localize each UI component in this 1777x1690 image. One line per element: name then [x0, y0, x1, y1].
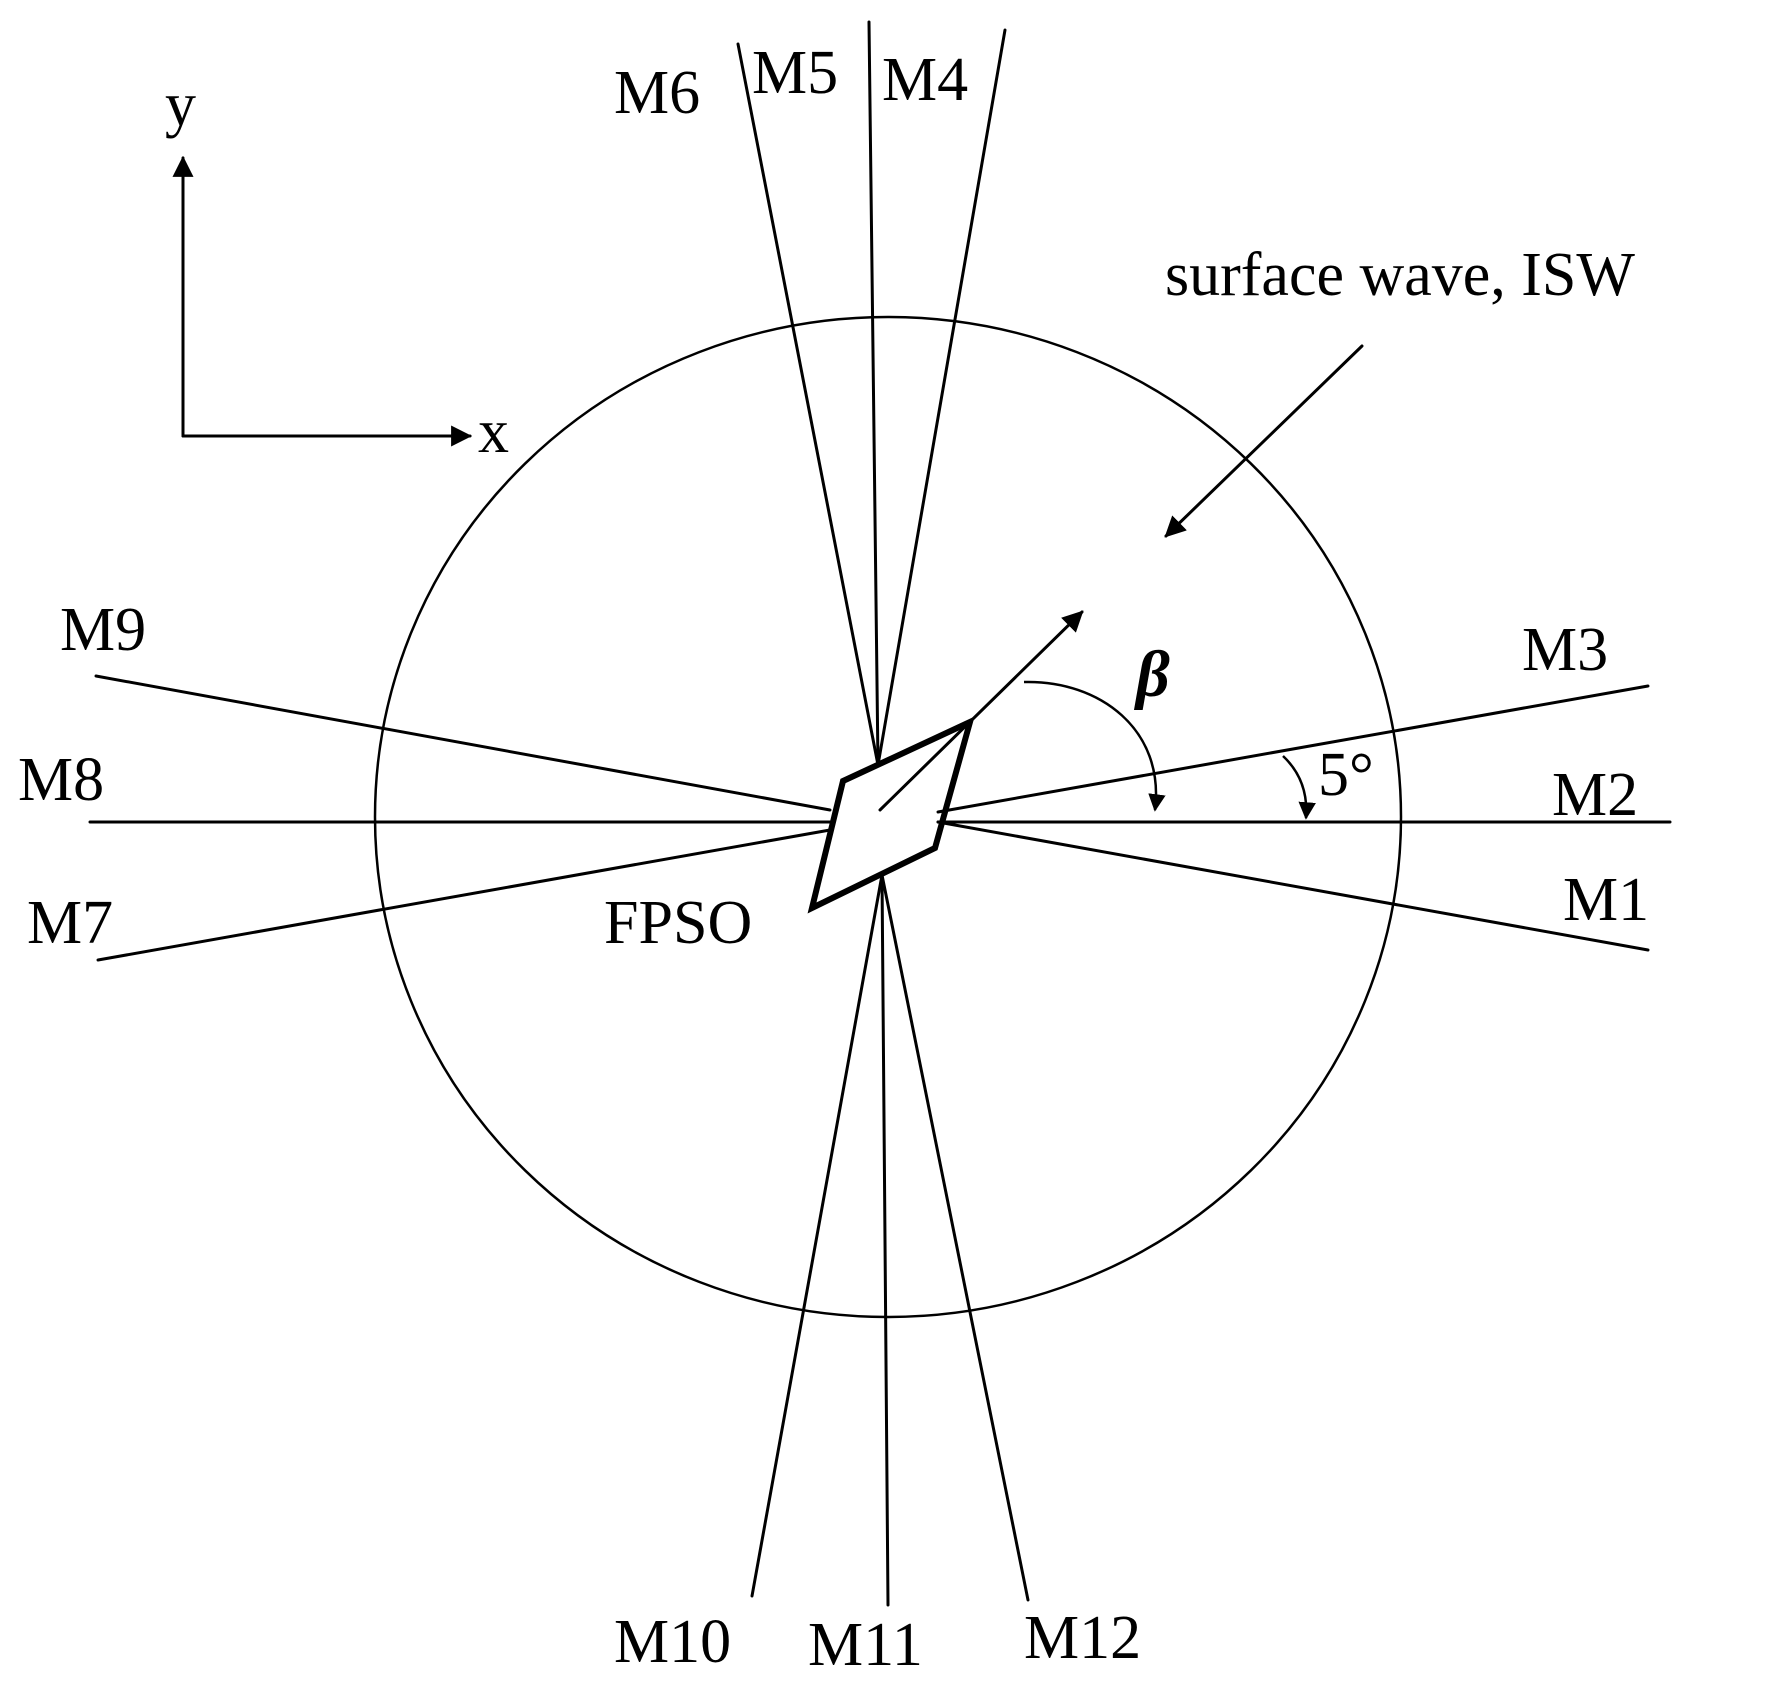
line-spacing-angle: 5°: [1282, 741, 1374, 820]
mooring-line-m3: [936, 684, 1650, 814]
fpso-hull-shape: [807, 716, 975, 914]
coordinate-axes: y x: [165, 71, 509, 466]
beta-angle-arc: [1023, 680, 1166, 812]
y-axis-label: y: [165, 71, 196, 139]
mooring-lines: [88, 20, 1672, 1607]
mooring-line-m9: [94, 674, 832, 812]
label-m10: M10: [614, 1608, 731, 1676]
wave-direction-arrow: [1164, 344, 1364, 538]
watch-circle: [373, 315, 1403, 1319]
mooring-line-m6: [736, 42, 880, 767]
mooring-line-m12: [880, 873, 1030, 1602]
mooring-line-m11: [880, 873, 890, 1607]
label-m1: M1: [1563, 866, 1649, 934]
mooring-line-m4: [876, 28, 1007, 767]
label-m6: M6: [614, 59, 700, 127]
wave-label: surface wave, ISW: [1165, 241, 1635, 309]
label-m11: M11: [808, 1611, 923, 1679]
mooring-line-m5: [867, 20, 880, 767]
spacing-angle-label: 5°: [1318, 741, 1374, 809]
mooring-line-m1: [936, 820, 1650, 952]
label-m5: M5: [752, 39, 838, 107]
mooring-line-m7: [96, 828, 832, 962]
fpso-vessel: FPSO: [604, 610, 1084, 957]
mooring-line-m10: [750, 873, 884, 1598]
label-m2: M2: [1552, 761, 1638, 829]
fpso-label: FPSO: [604, 889, 752, 957]
label-m8: M8: [18, 746, 104, 814]
beta-label: β: [1133, 638, 1170, 711]
x-axis-label: x: [478, 398, 509, 466]
heading-angle: β: [1023, 638, 1170, 812]
label-m3: M3: [1522, 616, 1608, 684]
label-m7: M7: [27, 889, 113, 957]
fpso-heading-arrow: [878, 610, 1084, 812]
label-m12: M12: [1024, 1604, 1141, 1672]
label-m9: M9: [60, 596, 146, 664]
incident-wave: surface wave, ISW: [1164, 241, 1635, 538]
label-m4: M4: [882, 46, 968, 114]
mooring-line-labels: M1 M2 M3 M4 M5 M6 M7 M8 M9 M10 M11 M12: [18, 39, 1649, 1679]
spacing-angle-arc: [1282, 755, 1316, 820]
